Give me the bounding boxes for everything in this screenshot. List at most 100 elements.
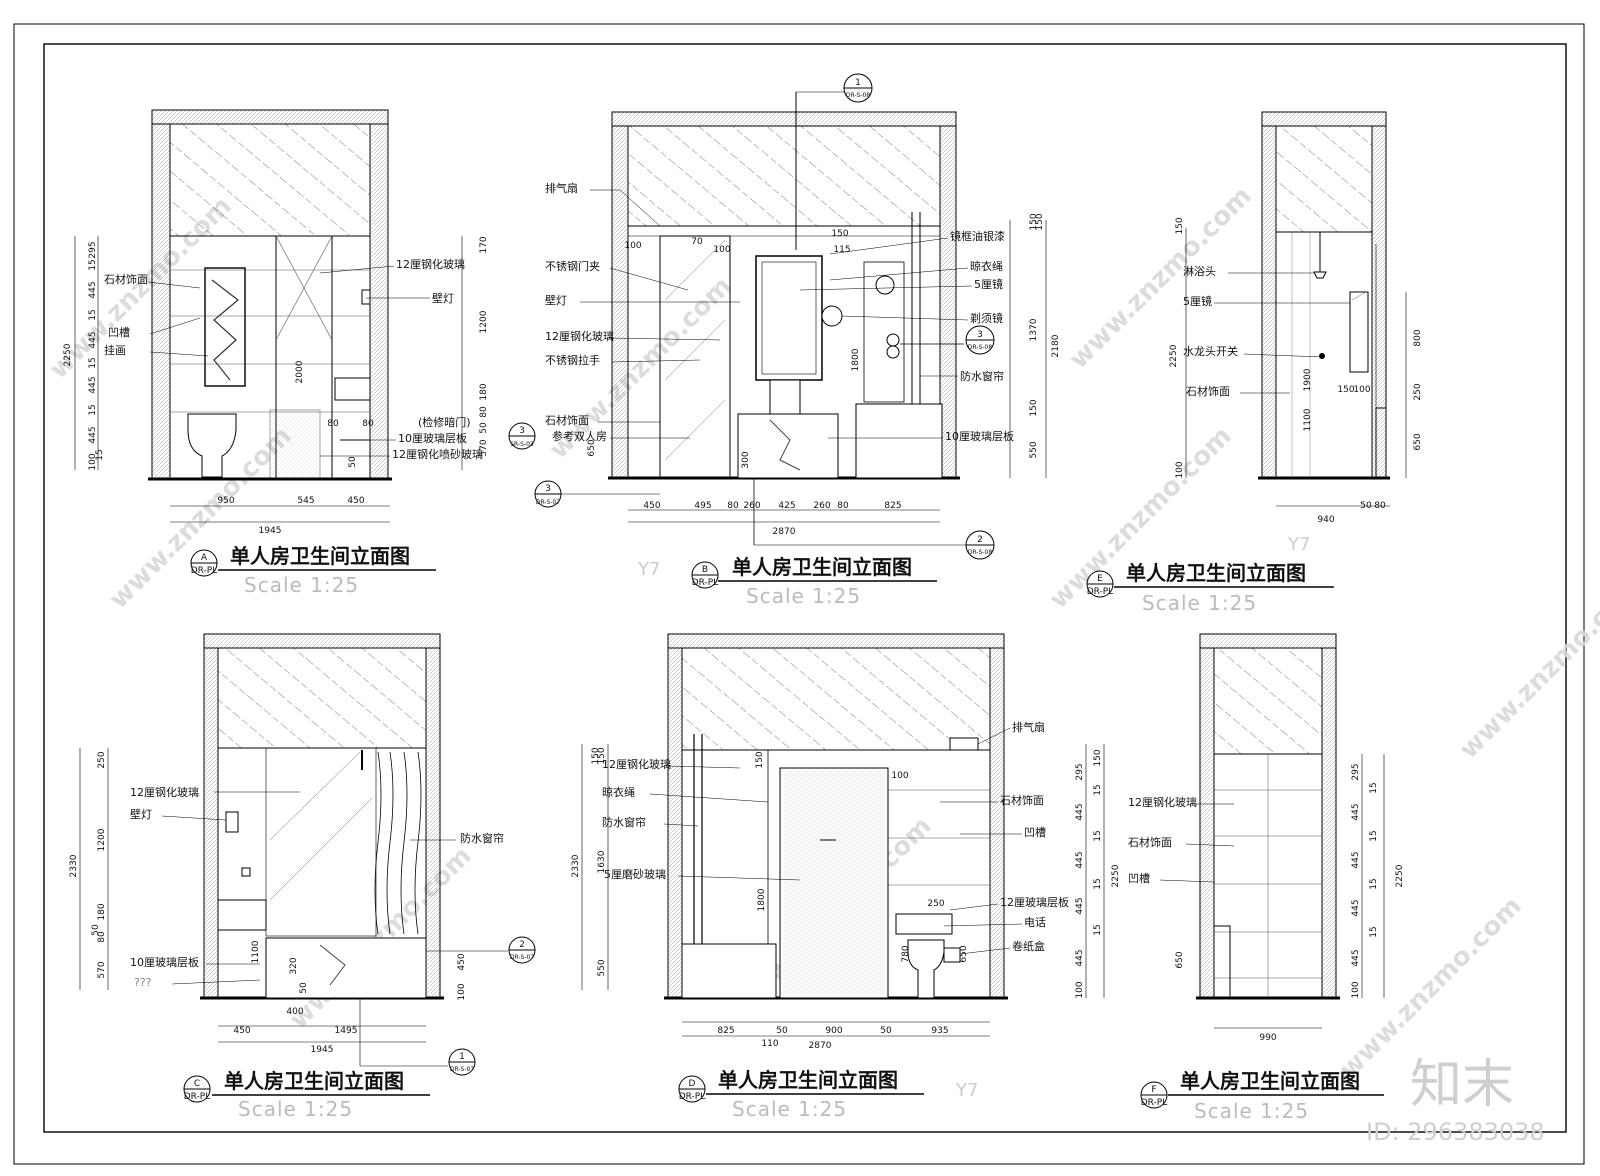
svg-text:凹槽: 凹槽 <box>108 326 130 339</box>
svg-text:2250: 2250 <box>1111 864 1121 887</box>
svg-text:650: 650 <box>587 439 597 456</box>
svg-text:???: ??? <box>134 976 152 989</box>
svg-text:935: 935 <box>931 1026 948 1036</box>
svg-text:12厘钢化玻璃: 12厘钢化玻璃 <box>396 257 465 271</box>
bathtub-c <box>265 937 427 999</box>
svg-text:E: E <box>1097 574 1103 584</box>
svg-text:DR-S-08: DR-S-08 <box>968 344 993 351</box>
svg-text:545: 545 <box>297 496 314 506</box>
callout-b-3a: 3 SR-S-03 <box>508 422 536 450</box>
bathtub-d <box>681 943 777 999</box>
title-block-d: D DR-PL 单人房卫生间立面图 Scale 1:25 <box>678 1068 924 1121</box>
svg-text:445: 445 <box>88 281 98 298</box>
svg-text:100: 100 <box>457 983 467 1000</box>
svg-text:1: 1 <box>855 78 861 88</box>
svg-text:445: 445 <box>1075 897 1085 914</box>
bathtub <box>855 403 943 479</box>
svg-text:1200: 1200 <box>479 310 489 333</box>
svg-text:445: 445 <box>1351 851 1361 868</box>
svg-text:卷纸盒: 卷纸盒 <box>1012 939 1045 953</box>
svg-text:DR-S-07: DR-S-07 <box>450 1066 475 1073</box>
svg-text:排气扇: 排气扇 <box>1012 720 1045 734</box>
svg-text:990: 990 <box>1259 1033 1276 1043</box>
svg-text:D: D <box>689 1079 696 1089</box>
svg-text:DR-PL: DR-PL <box>1087 587 1114 597</box>
svg-text:DR-S-07: DR-S-07 <box>510 954 535 961</box>
svg-text:DR-S-07: DR-S-07 <box>536 499 561 506</box>
elevation-c: 2330 250 1200 180 50 80 570 1100 320 50 … <box>69 633 536 1121</box>
svg-text:10厘玻璃层板: 10厘玻璃层板 <box>945 429 1014 443</box>
svg-text:防水窗帘: 防水窗帘 <box>960 369 1004 383</box>
svg-text:石材饰面: 石材饰面 <box>1000 793 1044 807</box>
svg-text:50: 50 <box>348 456 358 468</box>
sheet-inner-frame <box>43 43 1567 1133</box>
svg-text:石材饰面: 石材饰面 <box>1128 835 1172 849</box>
svg-text:参考双人房: 参考双人房 <box>552 429 607 443</box>
svg-text:100: 100 <box>88 453 98 470</box>
svg-text:250: 250 <box>97 751 107 768</box>
svg-text:剃须镜: 剃须镜 <box>970 311 1003 325</box>
scale-f: Scale 1:25 <box>1194 1099 1309 1123</box>
svg-text:1945: 1945 <box>259 526 282 536</box>
svg-text:100: 100 <box>1175 461 1185 478</box>
svg-text:2330: 2330 <box>69 854 79 877</box>
svg-text:2: 2 <box>977 535 983 545</box>
curtain <box>374 751 382 935</box>
svg-text:100: 100 <box>1353 385 1370 395</box>
callout-b-1: 1 DR-S-08 <box>843 73 873 103</box>
svg-text:凹槽: 凹槽 <box>1024 826 1046 839</box>
title-e: 单人房卫生间立面图 <box>1126 561 1306 585</box>
mark-y7-b: Y7 <box>637 559 660 580</box>
svg-text:1800: 1800 <box>851 348 861 371</box>
svg-text:10厘玻璃层板: 10厘玻璃层板 <box>130 955 199 969</box>
svg-text:15: 15 <box>88 357 98 368</box>
svg-text:450: 450 <box>457 953 467 970</box>
callout-b-2: 2 DR-S-08 <box>753 478 995 560</box>
sheet-outer-frame <box>13 23 1585 1165</box>
svg-text:570: 570 <box>97 961 107 978</box>
svg-text:B: B <box>702 565 708 575</box>
svg-text:100: 100 <box>624 241 641 251</box>
svg-text:50: 50 <box>91 924 101 936</box>
svg-text:15: 15 <box>1093 784 1103 795</box>
svg-text:2330: 2330 <box>571 854 581 877</box>
svg-text:15: 15 <box>88 309 98 320</box>
svg-text:凹槽: 凹槽 <box>1128 872 1150 885</box>
callout-b-3c: 3 DR-S-08 <box>900 325 995 355</box>
svg-text:50: 50 <box>299 982 309 994</box>
svg-text:12厘钢化玻璃: 12厘钢化玻璃 <box>130 785 199 799</box>
svg-text:940: 940 <box>1317 515 1334 525</box>
svg-text:3: 3 <box>977 330 983 340</box>
svg-text:100: 100 <box>713 245 730 255</box>
toilet <box>187 413 237 478</box>
svg-text:F: F <box>1151 1085 1156 1095</box>
svg-text:450: 450 <box>643 501 660 511</box>
svg-text:防水窗帘: 防水窗帘 <box>460 831 504 845</box>
svg-text:80: 80 <box>327 419 339 429</box>
vanity <box>737 413 839 479</box>
callout-c-1: 1 DR-S-07 <box>359 998 476 1076</box>
svg-text:15: 15 <box>1369 878 1379 889</box>
svg-text:DR-PL: DR-PL <box>184 1092 211 1102</box>
scale-b: Scale 1:25 <box>746 584 861 608</box>
svg-text:www.znzmo.com: www.znzmo.com <box>1454 571 1600 765</box>
svg-text:180: 180 <box>97 903 107 920</box>
svg-text:445: 445 <box>88 331 98 348</box>
brand-logo: 知末 <box>1410 1055 1514 1115</box>
svg-text:150: 150 <box>755 751 765 768</box>
svg-text:150: 150 <box>1029 399 1039 416</box>
title-block-a: A DR-PL 单人房卫生间立面图 Scale 1:25 <box>190 544 436 597</box>
svg-text:3: 3 <box>545 484 551 494</box>
title-d: 单人房卫生间立面图 <box>718 1068 898 1092</box>
svg-text:50: 50 <box>776 1026 788 1036</box>
svg-text:防水窗帘: 防水窗帘 <box>602 815 646 829</box>
svg-text:70: 70 <box>691 237 703 247</box>
svg-text:淋浴头: 淋浴头 <box>1183 265 1216 278</box>
svg-text:DR-S-08: DR-S-08 <box>968 549 993 556</box>
svg-text:950: 950 <box>217 496 234 506</box>
svg-text:550: 550 <box>597 959 607 976</box>
svg-text:DR-PL: DR-PL <box>191 566 218 576</box>
svg-text:15: 15 <box>1369 782 1379 793</box>
painting <box>204 267 246 387</box>
a-total-height: 2250 <box>63 343 73 366</box>
